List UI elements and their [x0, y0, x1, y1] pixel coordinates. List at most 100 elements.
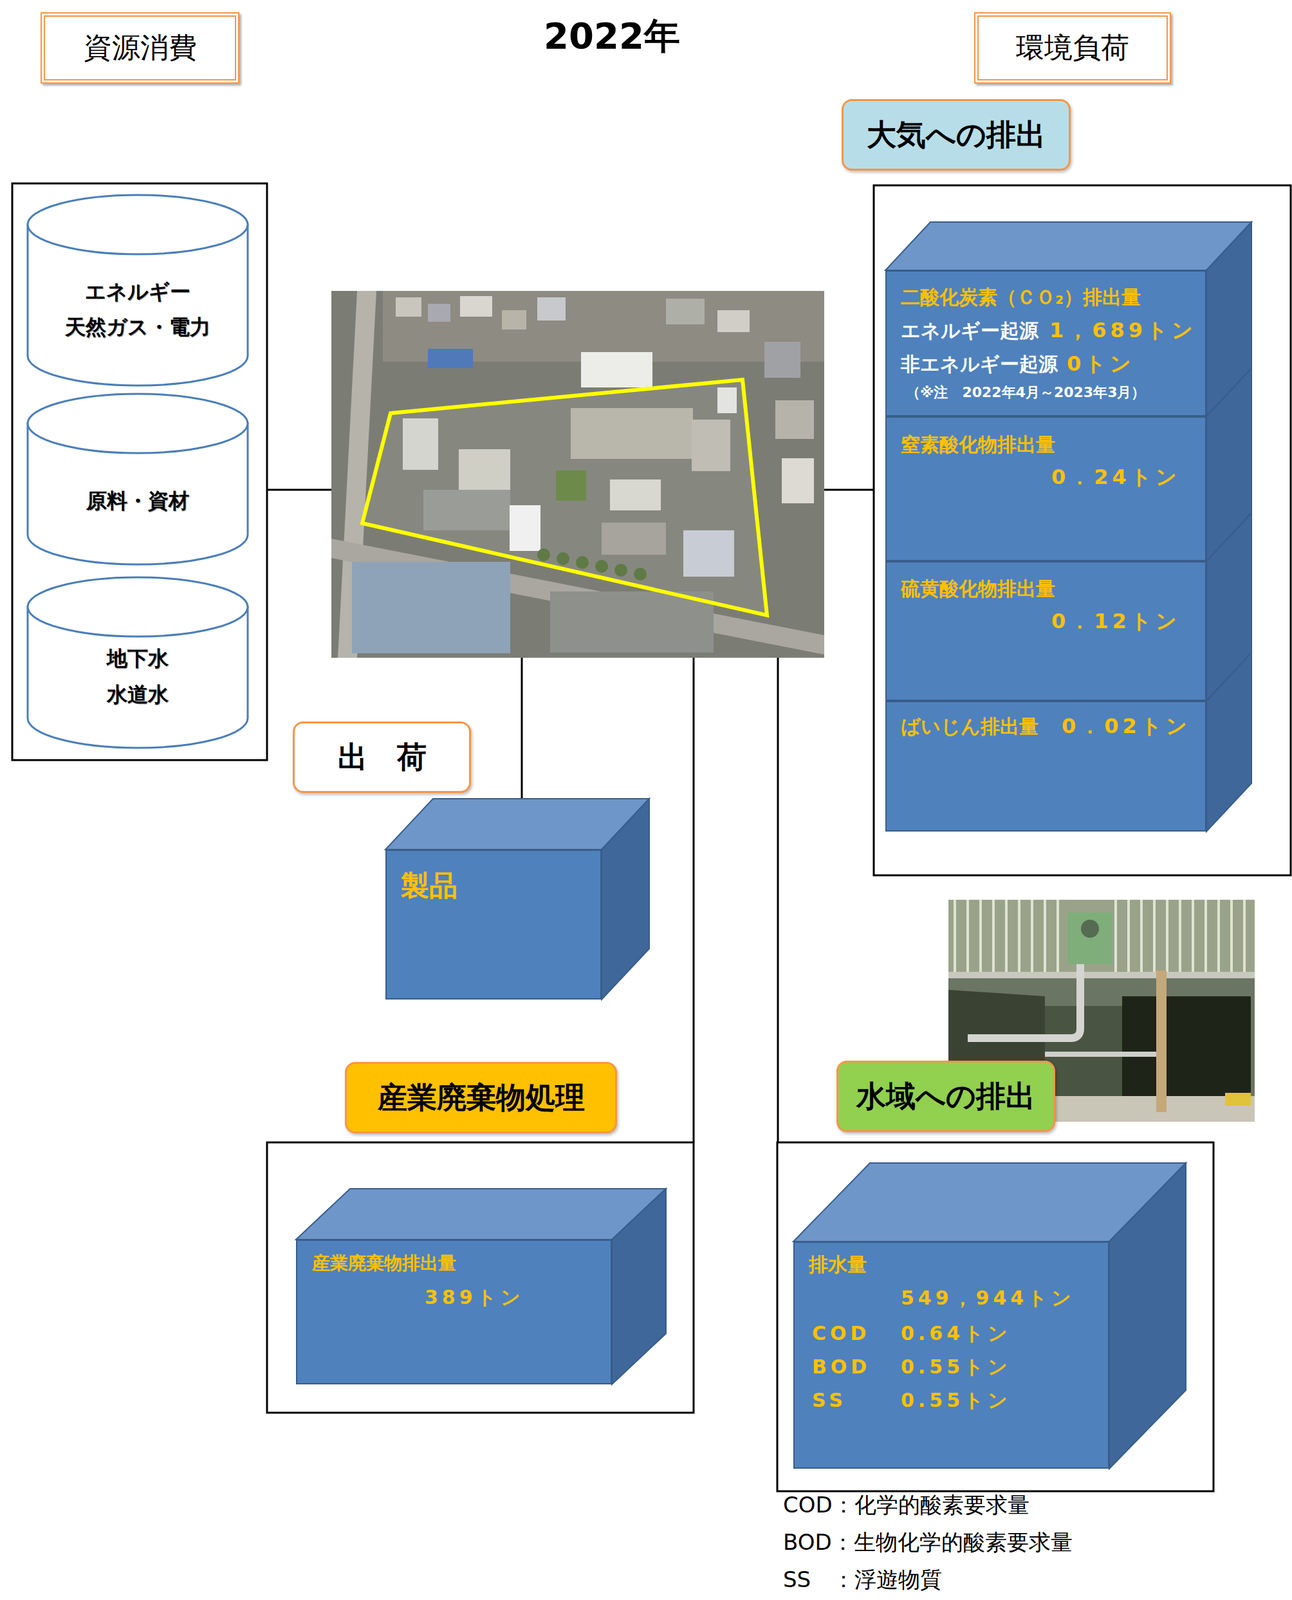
box-3d-shell-part	[1109, 1162, 1186, 1469]
node-text: 水道水	[106, 682, 169, 707]
note-slot: BOD：生物化学的酸素要求量	[783, 1528, 1073, 1556]
diagram-title: 2022年	[543, 14, 681, 57]
node-text: ばいじん排出量	[900, 714, 1039, 738]
node-text: 0.55トン	[900, 1355, 1012, 1378]
abbreviation-note: BOD：生物化学的酸素要求量	[783, 1528, 1073, 1555]
aerial-photo-part	[458, 449, 511, 490]
node-text: 産業廃棄物排出量	[312, 1252, 457, 1274]
panel-frame	[12, 183, 1291, 1491]
text-slot: 0.64トン	[900, 1321, 1012, 1345]
aerial-photo-part	[427, 348, 473, 369]
outfall-photo-part	[1067, 912, 1113, 964]
text-slot: 産業廃棄物処理	[346, 1063, 616, 1132]
outfall-photo-part	[1156, 970, 1167, 1112]
node-text: 水域への排出	[856, 1078, 1036, 1114]
box-3d-shell-part	[295, 1188, 666, 1240]
text-slot: ばいじん排出量	[900, 714, 1039, 739]
link-line-part	[824, 489, 874, 491]
outfall-photo-part	[954, 899, 1245, 977]
aerial-photo-part	[575, 555, 589, 569]
waste-amount-box: 産業廃棄物排出量 389トン	[295, 1239, 612, 1385]
dust-section: ばいじん排出量 0．02トン	[885, 700, 1207, 832]
text-slot: 0．12トン	[1051, 608, 1181, 634]
node-text: BOD	[812, 1355, 871, 1378]
text-slot: 環境負荷	[978, 16, 1167, 80]
text-slot: 天然ガス・電力	[25, 314, 250, 340]
aerial-photo-part	[423, 489, 511, 531]
text-slot: SS	[812, 1388, 847, 1412]
box-3d-shell-part	[1206, 221, 1252, 832]
sox-section: 硫黄酸化物排出量 0．12トン	[885, 561, 1207, 701]
cylinder-outline	[25, 392, 250, 567]
aerial-photo	[331, 290, 825, 658]
abbreviation-note: COD：化学的酸素要求量	[783, 1491, 1030, 1518]
wastewater-box: 排水量549，944トンCOD0.64トンBOD0.55トンSS0.55トン	[793, 1241, 1110, 1469]
outfall-photo-part	[1080, 919, 1099, 938]
outfall-photo-part	[967, 963, 1081, 1038]
text-slot: 産業廃棄物排出量	[312, 1252, 457, 1274]
node-text: 二酸化炭素（ＣＯ₂）排出量	[900, 285, 1141, 309]
aerial-photo-part	[775, 400, 814, 439]
aerial-photo-part	[362, 379, 767, 616]
node-text: 549，944トン	[900, 1286, 1076, 1309]
aerial-photo-part	[691, 419, 731, 471]
node-text: 出 荷	[337, 739, 427, 775]
box-3d-shell-part	[601, 798, 650, 1000]
aerial-photo-part	[764, 341, 801, 378]
water-source-cylinder: 地下水水道水	[25, 575, 250, 750]
box-3d-shell-part	[611, 1188, 666, 1385]
panel-frame-part	[267, 1142, 694, 1413]
outfall-photo-part	[1044, 1051, 1161, 1057]
text-slot: エネルギー起源	[900, 319, 1039, 343]
node-text: 非エネルギー起源	[900, 352, 1058, 376]
link-line-part	[777, 657, 780, 1143]
node-text: エネルギー起源	[900, 319, 1039, 342]
node-text: 389トン	[424, 1285, 525, 1309]
text-slot: COD	[812, 1321, 870, 1345]
aerial-photo-part	[509, 505, 541, 551]
box-3d-shell	[295, 221, 1252, 1469]
note-slot: SS ：浮遊物質	[783, 1566, 942, 1593]
material-cylinder: 原料・資材	[25, 392, 250, 567]
aerial-photo-part	[402, 418, 439, 470]
cylinder-top	[27, 577, 248, 637]
text-slot: 水域への排出	[838, 1062, 1054, 1130]
aerial-photo-part	[683, 530, 735, 577]
node-text: 産業廃棄物処理	[377, 1079, 585, 1116]
aerial-photo-part	[555, 470, 587, 501]
aerial-photo-part	[717, 310, 750, 333]
outfall-photo-part	[1225, 1092, 1251, 1106]
node-text: 環境負荷	[1015, 30, 1130, 65]
aerial-photo-part	[601, 522, 666, 555]
link-line-part	[692, 657, 695, 1143]
node-text: 1，689トン	[1049, 317, 1197, 343]
box-3d-shell-part	[885, 221, 1252, 271]
title-slot: 2022年	[418, 14, 805, 58]
node-text: 地下水	[106, 646, 169, 671]
text-slot: 大気への排出	[843, 101, 1069, 169]
aerial-photo-part	[570, 407, 693, 459]
node-text: エネルギー	[84, 279, 191, 304]
node-text: 0トン	[1066, 351, 1136, 376]
aerial-photo-part	[581, 351, 653, 388]
text-slot: 硫黄酸化物排出量	[900, 577, 1056, 601]
node-text: 大気への排出	[866, 117, 1046, 153]
impact-heading-box: 環境負荷	[974, 12, 1172, 84]
node-text: 資源消費	[83, 30, 197, 65]
aerial-photo-part	[460, 295, 493, 317]
text-slot: 水道水	[25, 682, 250, 707]
aerial-photo-part	[665, 298, 705, 325]
node-text: （※注 2022年4月～2023年3月）	[905, 384, 1146, 401]
product-box: 製品	[385, 849, 602, 1000]
text-slot: 1，689トン	[1049, 317, 1197, 343]
node-text: 0．02トン	[1061, 713, 1191, 739]
aerial-photo-part	[595, 559, 609, 573]
aerial-photo-part	[395, 297, 422, 317]
text-slot: 0.55トン	[900, 1388, 1012, 1412]
text-slot: （※注 2022年4月～2023年3月）	[905, 384, 1146, 401]
panel-frame-part	[873, 185, 1291, 876]
note-slot: COD：化学的酸素要求量	[783, 1491, 1030, 1518]
panel-frame-part	[777, 1142, 1214, 1491]
text-slot: 非エネルギー起源	[900, 352, 1058, 376]
shipment-label: 出 荷	[292, 721, 471, 793]
